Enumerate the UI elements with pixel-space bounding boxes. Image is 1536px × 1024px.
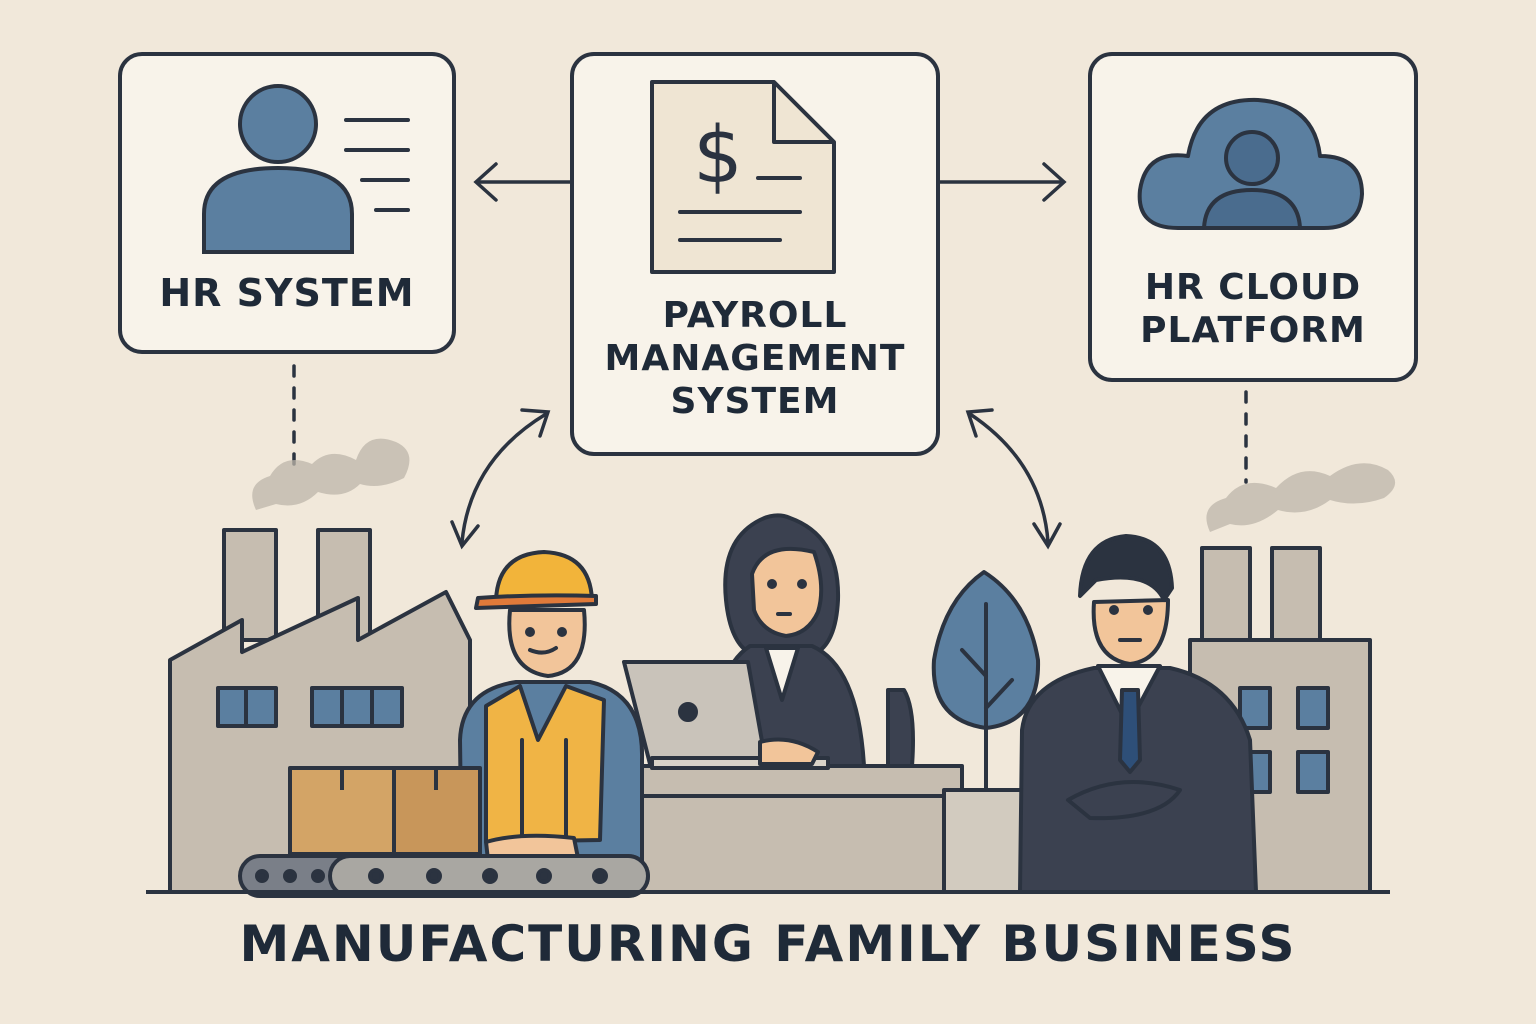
- curved-arrow-left: [460, 412, 548, 544]
- curved-arrow-right: [968, 412, 1050, 544]
- connector-lines: [292, 162, 1248, 550]
- factory-windows: [216, 686, 404, 728]
- tree: [931, 570, 1041, 794]
- arrowhead-hr-system: [473, 162, 498, 202]
- label-line: SYSTEM: [670, 381, 840, 423]
- svg-text:$: $: [693, 111, 743, 201]
- label-line: HR CLOUD: [1144, 267, 1362, 308]
- conveyor-belt: [238, 854, 650, 898]
- factory-worker: [458, 550, 645, 894]
- node-payroll: $: [570, 52, 940, 456]
- hr-system-label: HR SYSTEM: [159, 271, 415, 315]
- laptop-icon: [622, 660, 830, 770]
- executive: [1018, 534, 1258, 894]
- label-line: PLATFORM: [1140, 310, 1366, 352]
- curved-arrow-left-head-top: [520, 408, 551, 438]
- smoke-clouds: [252, 438, 1396, 532]
- footer-title: MANUFACTURING FAMILY BUSINESS: [239, 915, 1297, 973]
- label-line: MANAGEMENT: [604, 338, 906, 380]
- label-line: PAYROLL: [662, 295, 848, 336]
- desk: [638, 764, 1038, 894]
- cardboard-boxes: [288, 766, 482, 856]
- node-hr-system: [118, 52, 456, 354]
- invoice-dollar-icon: $: [650, 80, 836, 274]
- node-hr-cloud: [1088, 52, 1418, 382]
- cloud-user-icon: [1137, 97, 1364, 230]
- arrowhead-hr-cloud: [1042, 162, 1067, 202]
- id-card-icon: [202, 84, 410, 254]
- curved-arrow-right-head-top: [965, 408, 994, 438]
- curved-arrow-right-head-bottom: [1032, 522, 1062, 550]
- curved-arrow-left-head-bottom: [450, 520, 480, 550]
